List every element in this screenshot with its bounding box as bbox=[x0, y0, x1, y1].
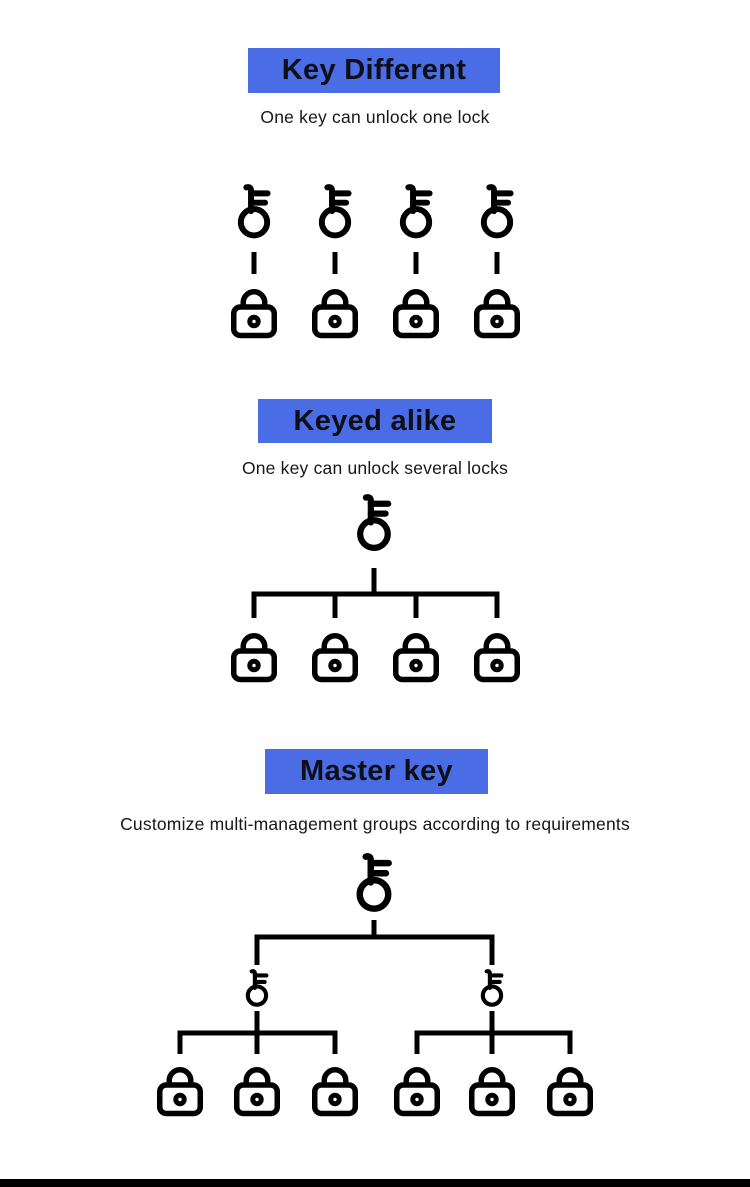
lock-icon bbox=[550, 1070, 591, 1114]
section-banner-master-key: Master key bbox=[265, 749, 488, 794]
key-icon bbox=[484, 187, 511, 235]
lock-icon bbox=[477, 292, 518, 336]
sub-key-icon bbox=[248, 971, 267, 1005]
section-subtitle-key-different: One key can unlock one lock bbox=[260, 107, 490, 127]
lock-icon bbox=[396, 292, 437, 336]
lock-icon bbox=[472, 1070, 513, 1114]
key-icon bbox=[322, 187, 349, 235]
master-key-icon bbox=[360, 856, 389, 908]
lock-icon bbox=[160, 1070, 201, 1114]
lock-icon bbox=[477, 636, 518, 680]
footer-bar bbox=[0, 1179, 750, 1187]
sub-key-icon bbox=[483, 971, 502, 1005]
lock-icon bbox=[315, 636, 356, 680]
connector-bracket bbox=[177, 1030, 338, 1054]
lock-icon bbox=[396, 636, 437, 680]
section-subtitle-keyed-alike: One key can unlock several locks bbox=[241, 458, 509, 478]
key-icon bbox=[403, 187, 430, 235]
connector-bracket bbox=[251, 591, 500, 618]
diagram-key-different bbox=[234, 187, 518, 335]
diagram-master-key bbox=[160, 856, 591, 1113]
key-icon bbox=[241, 187, 268, 235]
section-subtitle-master-key: Customize multi-management groups accord… bbox=[120, 814, 630, 834]
lock-icon bbox=[237, 1070, 278, 1114]
section-banner-keyed-alike: Keyed alike bbox=[258, 399, 492, 443]
lock-icon bbox=[234, 292, 275, 336]
section-title: Key Different bbox=[281, 54, 467, 86]
section-title: Master key bbox=[300, 755, 453, 787]
key-icon bbox=[360, 497, 388, 548]
diagram-keyed-alike bbox=[234, 497, 518, 679]
connector-bracket bbox=[254, 934, 495, 965]
lock-icon bbox=[315, 1070, 356, 1114]
section-banner-key-different: Key Different bbox=[248, 48, 500, 93]
section-title: Keyed alike bbox=[293, 404, 457, 437]
lock-icon bbox=[315, 292, 356, 336]
connector-bracket bbox=[414, 1030, 573, 1054]
lock-icon bbox=[397, 1070, 438, 1114]
lock-icon bbox=[234, 636, 275, 680]
